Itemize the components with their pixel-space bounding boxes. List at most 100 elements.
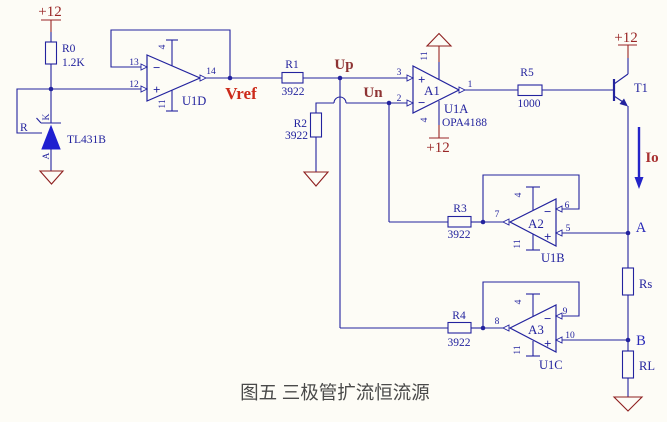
power-flag-top-left: +12 — [38, 4, 62, 42]
pin14-arrow-icon — [199, 74, 208, 82]
ground-symbol-output — [612, 396, 644, 412]
a1-minus: − — [418, 95, 425, 110]
a2-pin11: 11 — [513, 239, 523, 248]
a2-minus: − — [544, 204, 551, 219]
a1-pin1: 1 — [468, 80, 473, 90]
a3-pin9: 9 — [563, 307, 568, 317]
tl431-ref: TL431B — [67, 134, 106, 146]
resistor-rl: RL — [621, 340, 655, 397]
io-current-arrow: Io — [634, 127, 659, 189]
a3-pin8: 8 — [495, 317, 500, 327]
r1-value: 3922 — [282, 86, 305, 98]
r5-value: 1000 — [518, 98, 541, 110]
ground-symbol-tl431 — [38, 170, 65, 185]
u1d-pin12: 12 — [129, 80, 139, 90]
opamp-a2: 7 6 5 4 11 − + A2 U1B — [480, 174, 628, 265]
a1-unit: U1A — [444, 102, 468, 116]
a1-pin2: 2 — [397, 94, 402, 104]
u1d-minus: − — [153, 60, 160, 75]
resistor-r3: R3 3922 — [389, 203, 483, 241]
resistor-r4: R4 3922 — [340, 310, 483, 349]
vcc-label: +12 — [38, 4, 61, 20]
net-label-vref: Vref — [225, 84, 257, 103]
a3-plus: + — [544, 336, 551, 351]
a1-pin11: 11 — [420, 51, 430, 60]
r0-value: 1.2K — [62, 57, 85, 69]
node-a-label: A — [636, 220, 647, 236]
a1-part: OPA4188 — [442, 117, 487, 129]
feedback-wire-a2 — [482, 174, 580, 222]
a2-pin6: 6 — [565, 201, 570, 211]
io-label: Io — [645, 150, 658, 166]
vcc-label: +12 — [426, 140, 449, 156]
feedback-wire-a3 — [482, 281, 580, 328]
resistor-rs: Rs — [621, 233, 652, 340]
r0-ref: R0 — [62, 43, 76, 55]
wire-un — [315, 96, 407, 222]
r5-ref: R5 — [520, 67, 534, 79]
a2-plus: + — [544, 229, 551, 244]
pin1-arrow-icon — [458, 86, 467, 94]
u1d-pin4: 4 — [158, 44, 168, 49]
a2-pin7: 7 — [495, 210, 500, 220]
resistor-r1: R1 3922 — [281, 59, 407, 98]
opamp-u1d: 13 12 14 4 11 − + U1D — [110, 29, 282, 112]
a1-plus: + — [418, 72, 425, 87]
rl-ref: RL — [639, 359, 655, 373]
a1-pin4: 4 — [420, 117, 430, 122]
a2-pin4: 4 — [514, 192, 524, 197]
net-label-un: Un — [363, 85, 383, 101]
opamp-a3: 8 9 10 4 11 − + A3 U1C — [480, 281, 628, 372]
wire-ref-node — [16, 86, 141, 134]
tl431-pin-k: K — [42, 113, 52, 120]
emitter-arrow-icon — [619, 98, 628, 107]
r4-value: 3922 — [448, 337, 471, 349]
u1d-plus: + — [153, 82, 160, 97]
a3-pin10: 10 — [565, 331, 575, 341]
feedback-wire-u1d — [110, 29, 231, 78]
a2-unit: U1B — [541, 251, 565, 265]
u1d-pin11: 11 — [158, 99, 168, 108]
r3-ref: R3 — [453, 203, 467, 215]
u1d-pin13: 13 — [129, 58, 139, 68]
resistor-r2: R2 3922 — [285, 112, 323, 172]
tl431-pin-a: A — [42, 152, 52, 159]
opamp-a1: 3 2 1 11 4 + − A1 U1A OPA4188 — [397, 51, 518, 129]
ground-symbol-r2 — [302, 171, 330, 187]
tl431-pin-r: R — [20, 122, 28, 134]
pin13-arrow-icon — [140, 63, 149, 71]
pin2-arrow-icon — [406, 99, 415, 107]
node-b-label: B — [636, 333, 646, 349]
pin9-arrow-icon — [554, 312, 563, 320]
t1-ref: T1 — [634, 81, 648, 95]
pin3-arrow-icon — [406, 74, 415, 82]
transistor-t1: T1 — [612, 73, 648, 233]
r2-ref: R2 — [294, 118, 308, 130]
a3-label: A3 — [528, 322, 544, 337]
r1-ref: R1 — [285, 59, 299, 71]
r3-value: 3922 — [448, 229, 471, 241]
resistor-r0: R0 1.2K — [44, 41, 85, 123]
rs-ref: Rs — [639, 277, 652, 291]
r2-value: 3922 — [285, 130, 308, 142]
a2-pin5: 5 — [566, 224, 571, 234]
power-flag-top-right: +12 — [614, 30, 638, 74]
figure-caption: 图五 三极管扩流恒流源 — [240, 383, 430, 404]
r4-ref: R4 — [452, 310, 466, 322]
a3-pin11: 11 — [513, 345, 523, 354]
a1-pin3: 3 — [397, 68, 402, 78]
ground-symbol-a1 — [425, 32, 453, 79]
a3-pin4: 4 — [514, 299, 524, 304]
power-flag-a1: +12 — [426, 125, 450, 156]
a1-label: A1 — [424, 83, 440, 98]
a3-minus: − — [544, 311, 551, 326]
resistor-r5: R5 1000 — [517, 67, 613, 110]
tl431-reference: K A R TL431B — [20, 113, 106, 171]
pin8-arrow-icon — [501, 324, 510, 332]
u1d-label: U1D — [182, 94, 206, 108]
pin12-arrow-icon — [140, 85, 149, 93]
a2-label: A2 — [528, 216, 544, 231]
net-label-up: Up — [334, 57, 353, 73]
